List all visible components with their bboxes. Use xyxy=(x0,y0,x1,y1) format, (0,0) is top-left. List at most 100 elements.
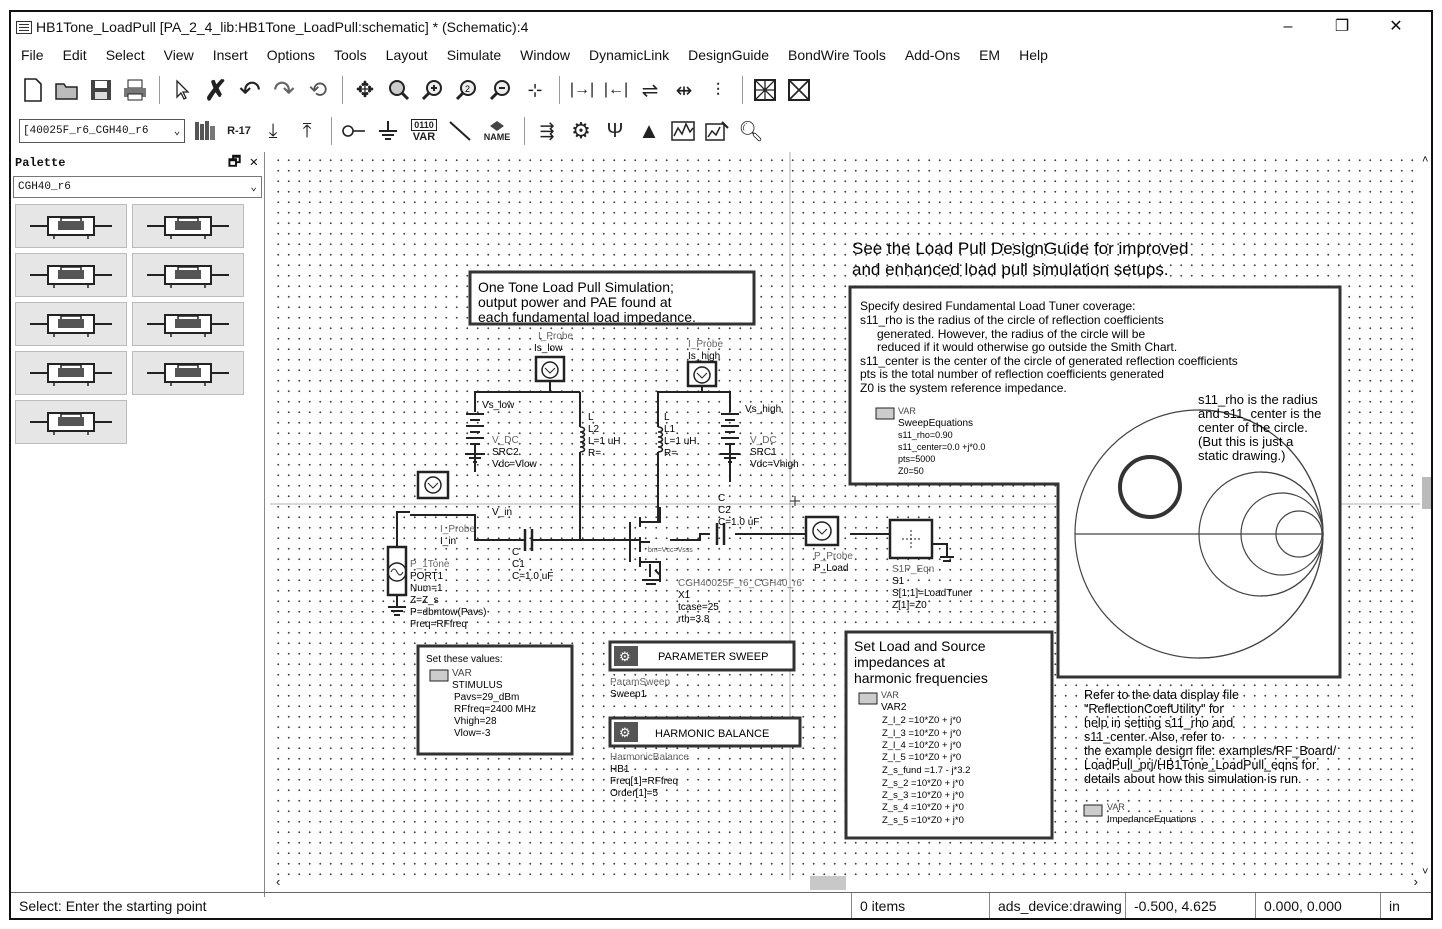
wire-tune-icon[interactable]: ⇌ xyxy=(641,79,659,102)
pop-out-hierarchy-icon[interactable]: |←| xyxy=(603,81,629,98)
menu-em[interactable]: EM xyxy=(979,47,1001,63)
wire-icon[interactable] xyxy=(446,117,474,145)
inductor-l2[interactable] xyxy=(579,426,586,453)
save-icon[interactable] xyxy=(87,76,115,104)
menu-select[interactable]: Select xyxy=(105,47,145,63)
menu-designguide[interactable]: DesignGuide xyxy=(688,47,770,63)
port-icon[interactable] xyxy=(340,117,368,145)
menu-file[interactable]: File xyxy=(21,47,44,63)
vertical-scrollbar[interactable]: ˄ ˅ xyxy=(1420,152,1431,880)
zoom-in-icon[interactable] xyxy=(419,76,447,104)
palette-transistor-item[interactable] xyxy=(132,351,244,395)
palette-transistor-item[interactable] xyxy=(132,302,244,346)
close-button[interactable]: ✕ xyxy=(1389,18,1403,35)
menu-options[interactable]: Options xyxy=(266,47,315,63)
zoom-to-point-icon[interactable]: ⊹ xyxy=(527,79,543,100)
name-icon[interactable]: NAME xyxy=(480,117,514,145)
harmonic-impedance-box[interactable] xyxy=(844,630,1054,840)
simulation-description-box[interactable] xyxy=(468,270,756,326)
menu-help[interactable]: Help xyxy=(1019,47,1048,63)
sweep-equations-var[interactable]: VAR SweepEquations s11_rho=0.90 s11_cent… xyxy=(875,406,985,476)
data-display-graph-icon[interactable] xyxy=(703,117,731,145)
close-palette-icon[interactable]: ✕ xyxy=(249,155,258,171)
new-icon[interactable] xyxy=(19,76,47,104)
simulation-setup-icon[interactable]: ⇶ xyxy=(539,120,555,141)
capacitor-c2[interactable] xyxy=(715,523,726,545)
undo-history-icon[interactable]: ⟲ xyxy=(308,77,328,102)
dc-source-src1[interactable] xyxy=(720,413,740,463)
download-icon[interactable]: ⤓ xyxy=(268,119,278,142)
capacitor-c1[interactable] xyxy=(515,529,545,551)
power-probe-p-load[interactable] xyxy=(804,515,840,547)
move-icon[interactable]: ✥ xyxy=(355,77,375,102)
palette-transistor-item[interactable] xyxy=(15,253,127,297)
menu-view[interactable]: View xyxy=(163,47,194,63)
simulate-gear-icon[interactable]: ⚙ xyxy=(571,118,591,143)
menu-insert[interactable]: Insert xyxy=(212,47,248,63)
display-template-icon[interactable]: R-17 xyxy=(227,125,251,137)
palette-transistor-item[interactable] xyxy=(15,400,127,444)
load-tuner-coverage-box[interactable] xyxy=(848,285,1342,679)
ground-icon[interactable] xyxy=(374,117,402,145)
zoom-out-icon[interactable] xyxy=(487,76,515,104)
zoom-area-icon[interactable] xyxy=(385,76,413,104)
optimize-icon[interactable]: ▲ xyxy=(638,118,660,143)
menu-add-ons[interactable]: Add-Ons xyxy=(904,47,961,63)
menu-dynamiclink[interactable]: DynamicLink xyxy=(588,47,670,63)
menu-edit[interactable]: Edit xyxy=(62,47,87,63)
parameter-sweep-block[interactable]: ⚙ PARAMETER SWEEP ParamSweep Sweep1 xyxy=(608,640,796,700)
scroll-left-icon[interactable]: ‹ xyxy=(276,874,281,889)
redo-icon[interactable]: ↷ xyxy=(273,74,295,105)
scroll-right-icon[interactable]: › xyxy=(1413,874,1418,889)
dc-source-src2[interactable] xyxy=(465,413,485,463)
palette-transistor-item[interactable] xyxy=(15,351,127,395)
tune-icon[interactable]: Ψ xyxy=(606,119,624,142)
push-into-hierarchy-icon[interactable]: |→| xyxy=(569,81,595,98)
component-library-icon[interactable] xyxy=(191,117,219,145)
stimulus-box[interactable] xyxy=(416,644,574,756)
delete-icon[interactable]: ✗ xyxy=(204,74,228,106)
select-arrow-icon[interactable] xyxy=(168,76,196,104)
impedance-equations-var[interactable]: VAR ImpedanceEquations xyxy=(1083,802,1197,825)
horizontal-scrollbar[interactable]: ‹ › xyxy=(270,874,1420,890)
schematic-canvas[interactable]: See the Load Pull DesignGuide for improv… xyxy=(270,152,1420,880)
current-probe-i-in[interactable] xyxy=(416,470,450,500)
align-icon[interactable]: ⇹ xyxy=(675,79,693,102)
horizontal-scroll-thumb[interactable] xyxy=(810,876,846,890)
menu-layout[interactable]: Layout xyxy=(385,47,428,63)
menu-window[interactable]: Window xyxy=(520,47,570,63)
upload-icon[interactable]: ⤒ xyxy=(302,119,312,142)
zoom-by-two-icon[interactable]: 2 xyxy=(453,76,481,104)
inductor-l1[interactable] xyxy=(657,426,664,453)
port-source-p1tone[interactable] xyxy=(386,545,408,616)
component-library-combo[interactable]: [40025F_r6_CGH40_r6 ⌄ xyxy=(19,119,185,143)
vertical-scroll-thumb[interactable] xyxy=(1422,477,1431,509)
menu-simulate[interactable]: Simulate xyxy=(446,47,502,63)
status-layer[interactable]: ads_device:drawing xyxy=(989,892,1125,918)
current-probe-is-low[interactable] xyxy=(534,355,566,383)
scroll-down-icon[interactable]: ˅ xyxy=(1422,866,1429,878)
open-folder-icon[interactable] xyxy=(53,76,81,104)
undo-icon[interactable]: ↶ xyxy=(239,74,261,105)
restore-button[interactable]: ❐ xyxy=(1334,18,1350,35)
print-icon[interactable] xyxy=(121,76,149,104)
scroll-up-icon[interactable]: ˄ xyxy=(1422,154,1429,166)
data-display-icon[interactable] xyxy=(669,117,697,145)
transistor-x1[interactable] xyxy=(629,507,661,585)
menu-bondwire-tools[interactable]: BondWire Tools xyxy=(788,47,886,63)
palette-transistor-item[interactable] xyxy=(132,204,244,248)
s1p-equation-block[interactable] xyxy=(888,518,954,562)
magic-wand-icon[interactable]: 🔍︎ xyxy=(738,120,764,143)
tuning-icon[interactable]: ⫶ xyxy=(715,79,721,100)
palette-transistor-item[interactable] xyxy=(15,302,127,346)
undock-icon[interactable]: 🗗︎ xyxy=(228,155,242,171)
minimize-button[interactable]: – xyxy=(1283,18,1293,35)
palette-library-select[interactable]: CGH40_r6 ⌄ xyxy=(13,176,262,198)
deactivate-icon[interactable] xyxy=(751,76,779,104)
var-icon[interactable]: 0110 VAR xyxy=(411,119,437,143)
palette-transistor-item[interactable] xyxy=(132,253,244,297)
menu-tools[interactable]: Tools xyxy=(333,47,367,63)
current-probe-is-high[interactable] xyxy=(686,360,718,388)
palette-transistor-item[interactable] xyxy=(15,204,127,248)
harmonic-balance-block[interactable]: ⚙ HARMONIC BALANCE HarmonicBalance HB1 F… xyxy=(608,716,802,799)
